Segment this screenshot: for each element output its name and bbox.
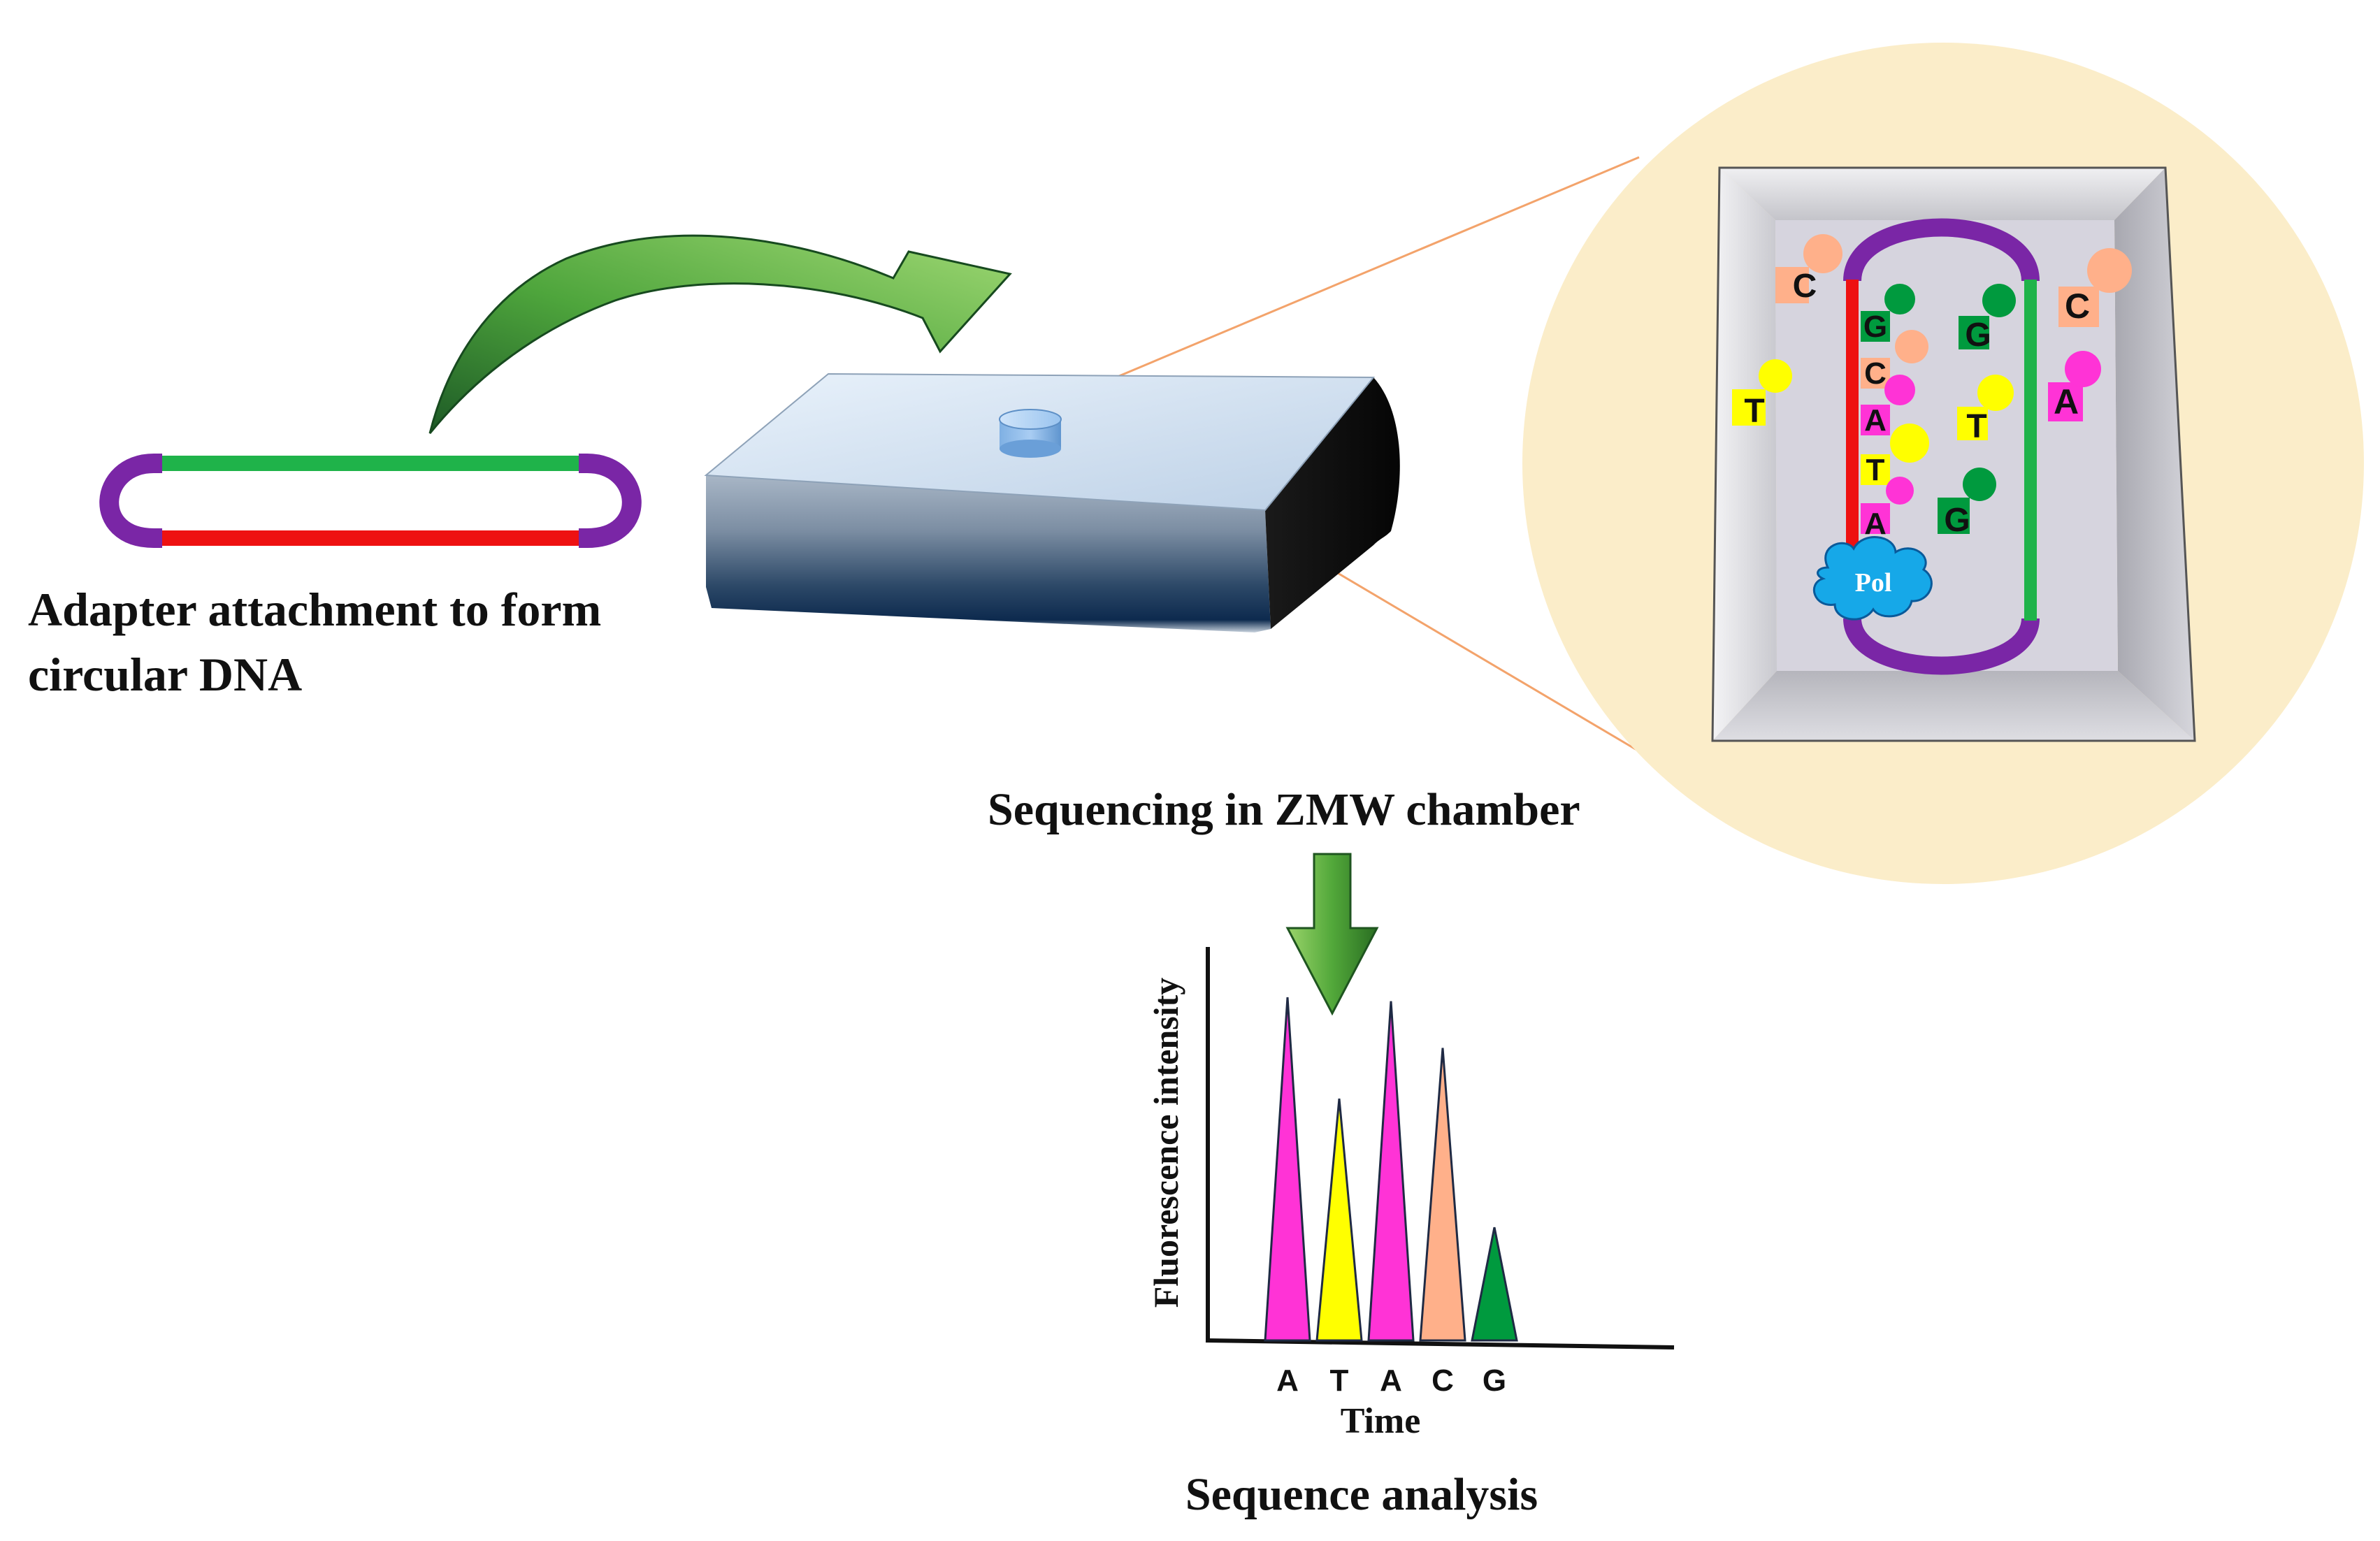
down-arrow bbox=[1285, 853, 1379, 1016]
chip-front bbox=[706, 475, 1271, 632]
bound-nucleotide-a: A bbox=[1861, 375, 1915, 437]
circular-dna bbox=[99, 454, 642, 548]
chamber-adapter-top bbox=[1843, 218, 2040, 282]
smrt-chip bbox=[704, 372, 1400, 632]
chart-x-axis bbox=[1205, 1338, 1675, 1350]
chamber-bevel-bottom bbox=[1712, 671, 2195, 741]
peak-c-4 bbox=[1419, 1048, 1466, 1342]
bound-base-label: A bbox=[1864, 403, 1887, 437]
polymerase-blob: Pol bbox=[1812, 536, 1933, 621]
zoom-line-top bbox=[1065, 156, 1640, 400]
free-base-label: T bbox=[1966, 408, 1986, 445]
tick-label-1: A bbox=[1276, 1363, 1299, 1398]
peak-g-5 bbox=[1471, 1227, 1518, 1342]
adapter-caption-line2: circular DNA bbox=[28, 648, 302, 701]
adapter-right bbox=[579, 454, 642, 548]
tick-label-5: G bbox=[1483, 1363, 1506, 1398]
chamber-bevel-left bbox=[1712, 168, 1777, 741]
chart-y-label: Fluorescence intensity bbox=[1146, 978, 1185, 1308]
bound-nucleotide-g: G bbox=[1861, 284, 1915, 344]
free-nucleotide-a-right: A bbox=[2048, 351, 2101, 421]
free-base-label: T bbox=[1744, 393, 1764, 430]
bound-nucleotide-c: C bbox=[1861, 330, 1928, 391]
tick-label-2: T bbox=[1330, 1363, 1349, 1398]
zmw-chamber: G C A T A C T bbox=[1711, 166, 2196, 742]
free-base-label: C bbox=[1793, 268, 1817, 305]
peak-a-1 bbox=[1264, 997, 1311, 1342]
free-base-label: G bbox=[1944, 502, 1970, 539]
chamber-bevel-top bbox=[1719, 168, 2165, 220]
adapter-left bbox=[99, 454, 162, 548]
free-nucleotide-g-top: G bbox=[1959, 284, 2016, 354]
tick-label-4: C bbox=[1431, 1363, 1454, 1398]
bound-base-label: C bbox=[1864, 356, 1887, 391]
bound-nucleotide-a2: A bbox=[1861, 477, 1914, 541]
bound-nucleotide-t: T bbox=[1861, 424, 1929, 487]
free-nucleotide-t-left: T bbox=[1732, 359, 1792, 430]
peak-t-2 bbox=[1315, 1098, 1363, 1342]
chart-peaks bbox=[1264, 997, 1518, 1342]
tick-label-3: A bbox=[1380, 1363, 1402, 1398]
adapter-caption-line1: Adapter attachment to form bbox=[28, 583, 601, 636]
bound-base-label: T bbox=[1866, 453, 1885, 487]
chamber-outline bbox=[1711, 166, 2196, 742]
analysis-caption: Sequence analysis bbox=[1185, 1469, 1538, 1520]
curved-arrow bbox=[428, 234, 1012, 434]
bound-base-label: A bbox=[1864, 507, 1887, 541]
bound-base-label: G bbox=[1863, 310, 1887, 344]
free-nucleotide-c-right: C bbox=[2058, 248, 2132, 327]
zmw-caption: Sequencing in ZMW chamber bbox=[988, 784, 1580, 835]
zmw-well bbox=[999, 409, 1062, 458]
free-nucleotide-c-left: C bbox=[1775, 234, 1842, 305]
peak-a-3 bbox=[1367, 1001, 1415, 1342]
chamber-bevel-right bbox=[2114, 168, 2195, 741]
free-base-label: C bbox=[2065, 287, 2090, 326]
chamber-adapter-bottom bbox=[1843, 617, 2040, 675]
free-base-label: A bbox=[2054, 382, 2079, 421]
polymerase-label: Pol bbox=[1855, 568, 1892, 598]
free-nucleotide-g-bottom: G bbox=[1938, 468, 1996, 539]
free-base-label: G bbox=[1965, 317, 1991, 354]
free-nucleotide-t-middle: T bbox=[1957, 375, 2014, 445]
chart-x-label: Time bbox=[1341, 1401, 1421, 1441]
chip-side bbox=[1265, 377, 1400, 629]
